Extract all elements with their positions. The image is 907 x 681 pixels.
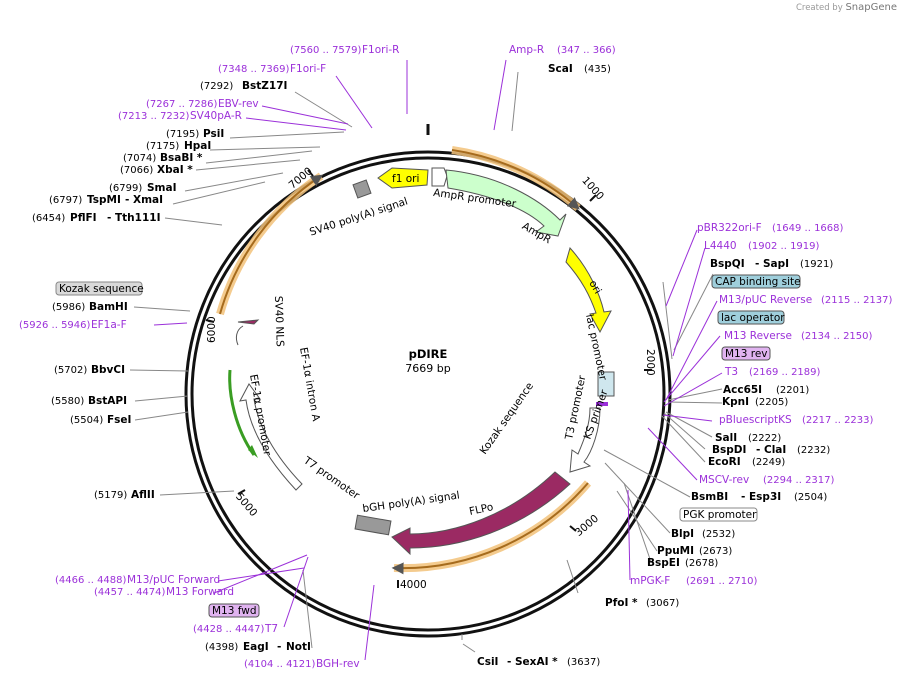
svg-text:3000: 3000 bbox=[573, 513, 601, 539]
backbone-outer bbox=[184, 150, 672, 638]
m13-feature[interactable] bbox=[596, 402, 608, 406]
primer-mpgk-f[interactable]: mPGK-F(2691 .. 2710) bbox=[630, 575, 758, 587]
svg-text:5000: 5000 bbox=[233, 491, 259, 519]
enzyme-aflii[interactable]: (5179)AflII bbox=[94, 489, 155, 501]
svg-text:2000: 2000 bbox=[644, 349, 656, 376]
box-lac-operator[interactable] bbox=[717, 310, 785, 325]
backbone-inner bbox=[190, 156, 666, 632]
primer-lines bbox=[153, 59, 723, 661]
ef1pro-arrow[interactable] bbox=[228, 369, 256, 456]
ef1pro-arrow-head bbox=[248, 445, 258, 458]
primer-l4440[interactable]: L4440(1902 .. 1919) bbox=[704, 240, 820, 252]
box-m13-rev-label: M13 rev bbox=[725, 348, 768, 360]
enzyme-psii[interactable]: (7195)PsiI bbox=[166, 128, 224, 140]
enzyme-bsmbi[interactable]: BsmBI-Esp3I(2504) bbox=[691, 491, 827, 503]
svg-text:SV40 NLS: SV40 NLS bbox=[272, 296, 286, 348]
svg-text:4000: 4000 bbox=[400, 579, 427, 591]
primer-pbluescriptks[interactable]: pBluescriptKS(2217 .. 2233) bbox=[719, 414, 874, 426]
box-m13-fwd[interactable] bbox=[208, 603, 260, 618]
sv40nls-arrow[interactable] bbox=[237, 319, 260, 325]
box-cap-binding-label: CAP binding site bbox=[715, 276, 801, 288]
enzyme-eagi[interactable]: (4398)EagI-NotI bbox=[205, 641, 311, 653]
svg-text:bGH poly(A) signal: bGH poly(A) signal bbox=[362, 489, 461, 515]
amppro-arrow[interactable] bbox=[431, 167, 448, 187]
plasmid-name: pDIRE bbox=[409, 347, 448, 361]
enzyme-csii[interactable]: CsiI-SexAI *(3637) bbox=[477, 656, 600, 668]
enzyme-ecori[interactable]: EcoRI(2249) bbox=[708, 456, 785, 468]
enzyme-scai[interactable]: ScaI(435) bbox=[548, 63, 611, 75]
ampr-arrow[interactable] bbox=[445, 169, 567, 237]
primer-f1ori-f[interactable]: (7348 .. 7369)F1ori-F bbox=[218, 63, 326, 75]
enzyme-bamhi[interactable]: (5986)BamHI bbox=[52, 301, 128, 313]
lac-feature-stack[interactable] bbox=[597, 371, 615, 397]
enzyme-xbai[interactable]: (7066)XbaI * bbox=[120, 164, 193, 176]
primer-m13-forward[interactable]: (4457 .. 4474)M13 Forward bbox=[94, 586, 234, 598]
enzyme-pflfi[interactable]: (6454)PflFI-Tth111I bbox=[32, 212, 160, 224]
f1ori-label: f1 ori bbox=[392, 173, 419, 185]
enzyme-acc65i[interactable]: Acc65I(2201) bbox=[723, 384, 809, 396]
primer-t3[interactable]: T3(2169 .. 2189) bbox=[724, 366, 821, 378]
enzyme-bspdi[interactable]: BspDI-ClaI(2232) bbox=[712, 444, 830, 456]
enzyme-kpni[interactable]: KpnI(2205) bbox=[722, 396, 788, 408]
box-lac-operator-label: lac operator bbox=[721, 312, 785, 324]
ef1-intron-arrow[interactable] bbox=[235, 325, 244, 346]
box-cap-binding[interactable] bbox=[711, 274, 801, 289]
tick-marks bbox=[205, 169, 652, 588]
primer-t7[interactable]: (4428 .. 4447)T7 bbox=[193, 623, 278, 635]
primer-amp-r[interactable]: Amp-R(347 .. 366) bbox=[509, 44, 616, 56]
box-m13-fwd-label: M13 fwd bbox=[212, 605, 257, 617]
enzyme-ppumi[interactable]: PpuMI(2673) bbox=[657, 545, 732, 557]
enzyme-bsabi[interactable]: (7074)BsaBI * bbox=[123, 152, 203, 164]
primer-m13puc-rev[interactable]: M13/pUC Reverse(2115 .. 2137) bbox=[719, 294, 893, 306]
svg-text:FLPo: FLPo bbox=[468, 501, 494, 518]
box-pgk-label: PGK promoter bbox=[683, 509, 757, 521]
primer-ef1a-f[interactable]: (5926 .. 5946)EF1a-F bbox=[19, 319, 127, 331]
f1ori-arrow[interactable] bbox=[377, 167, 429, 189]
svg-text:T7 promoter: T7 promoter bbox=[300, 454, 362, 502]
plasmid-length: 7669 bp bbox=[405, 362, 450, 375]
ks-arrow[interactable] bbox=[569, 407, 601, 473]
primer-f1ori-r[interactable]: (7560 .. 7579)F1ori-R bbox=[290, 44, 399, 56]
primer-ebv-rev[interactable]: (7267 .. 7286)EBV-rev bbox=[146, 98, 259, 110]
primer-sv40pa-r[interactable]: (7213 .. 7232)SV40pA-R bbox=[118, 110, 242, 122]
box-kozak[interactable] bbox=[55, 281, 143, 296]
enzyme-smai[interactable]: (6799)SmaI bbox=[109, 182, 177, 194]
primer-mscv-rev[interactable]: MSCV-rev(2294 .. 2317) bbox=[699, 474, 835, 486]
primer-pbr322ori-f[interactable]: pBR322ori-F(1649 .. 1668) bbox=[697, 222, 844, 234]
svg-text:SV40 poly(A) signal: SV40 poly(A) signal bbox=[308, 195, 409, 238]
primer-bgh-rev[interactable]: (4104 .. 4121)BGH-rev bbox=[244, 658, 360, 670]
enzyme-bbvci[interactable]: (5702)BbvCI bbox=[54, 364, 125, 376]
svg-text:ori: ori bbox=[586, 278, 603, 296]
box-pgk[interactable] bbox=[679, 507, 758, 522]
svg-text:6000: 6000 bbox=[206, 316, 218, 343]
enzyme-bstz17i[interactable]: (7292)BstZ17I bbox=[200, 80, 287, 92]
tick-labels: 1000 2000 3000 4000 5000 6000 7000 bbox=[206, 165, 656, 591]
flpo-arrow[interactable] bbox=[391, 471, 571, 556]
enzyme-blpi[interactable]: BlpI(2532) bbox=[671, 528, 735, 540]
ori-arrow[interactable] bbox=[565, 246, 612, 334]
primer-m13-reverse[interactable]: M13 Reverse(2134 .. 2150) bbox=[724, 330, 873, 342]
enzyme-hpai[interactable]: (7175)HpaI bbox=[146, 140, 211, 152]
credit: Created by SnapGene bbox=[795, 2, 897, 13]
svg-text:Kozak sequence: Kozak sequence bbox=[478, 380, 536, 456]
t7-arrow[interactable] bbox=[239, 383, 303, 491]
snapgene-logo: SnapGene bbox=[845, 2, 897, 13]
svg-text:EF-1α intron A: EF-1α intron A bbox=[297, 346, 322, 423]
enzyme-pfoi[interactable]: PfoI *(3067) bbox=[605, 597, 679, 609]
enzyme-bspei[interactable]: BspEI(2678) bbox=[647, 557, 718, 569]
box-kozak-label: Kozak sequence bbox=[59, 283, 144, 295]
enzyme-tspmi[interactable]: (6797)TspMI-XmaI bbox=[49, 194, 163, 206]
enzyme-sali[interactable]: SalI(2222) bbox=[715, 432, 781, 444]
primer-m13puc-fwd[interactable]: (4466 .. 4488)M13/pUC Forward bbox=[55, 574, 220, 586]
enzyme-fsei[interactable]: (5504)FseI bbox=[70, 414, 131, 426]
enzyme-bspqi[interactable]: BspQI-SapI(1921) bbox=[710, 258, 833, 270]
bgh-box[interactable] bbox=[354, 514, 392, 536]
sv40pa-box[interactable] bbox=[352, 179, 372, 199]
enzyme-bstapi[interactable]: (5580)BstAPI bbox=[51, 395, 127, 407]
box-m13-rev[interactable] bbox=[721, 346, 771, 361]
